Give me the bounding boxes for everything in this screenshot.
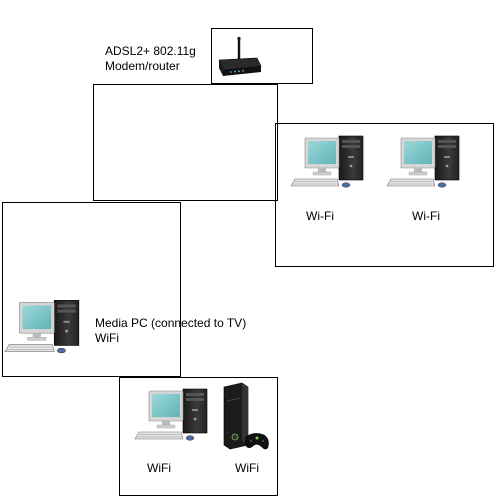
console-label: WiFi (235, 461, 259, 475)
router-box (211, 28, 313, 84)
game-console-icon (223, 382, 269, 450)
wireless-router-icon (218, 36, 262, 76)
console-group-box (119, 377, 278, 496)
wifi-pc1-label: Wi-Fi (306, 209, 334, 223)
desktop-computer-icon (385, 134, 465, 190)
router-label-line1: ADSL2+ 802.11g (105, 44, 196, 58)
desktop-computer-icon (133, 387, 213, 443)
media-pc-label-line2: WiFi (95, 331, 119, 345)
wifi-group-box (275, 123, 494, 267)
media-pc-label-line1: Media PC (connected to TV) (95, 316, 247, 330)
bottom-pc-label: WiFi (147, 461, 171, 475)
router-label-line2: Modem/router (105, 59, 180, 73)
wifi-pc2-label: Wi-Fi (412, 209, 440, 223)
media-pc-box (2, 202, 181, 377)
desktop-computer-icon (3, 298, 85, 356)
desktop-computer-icon (289, 134, 369, 190)
empty-room-box (93, 84, 278, 201)
